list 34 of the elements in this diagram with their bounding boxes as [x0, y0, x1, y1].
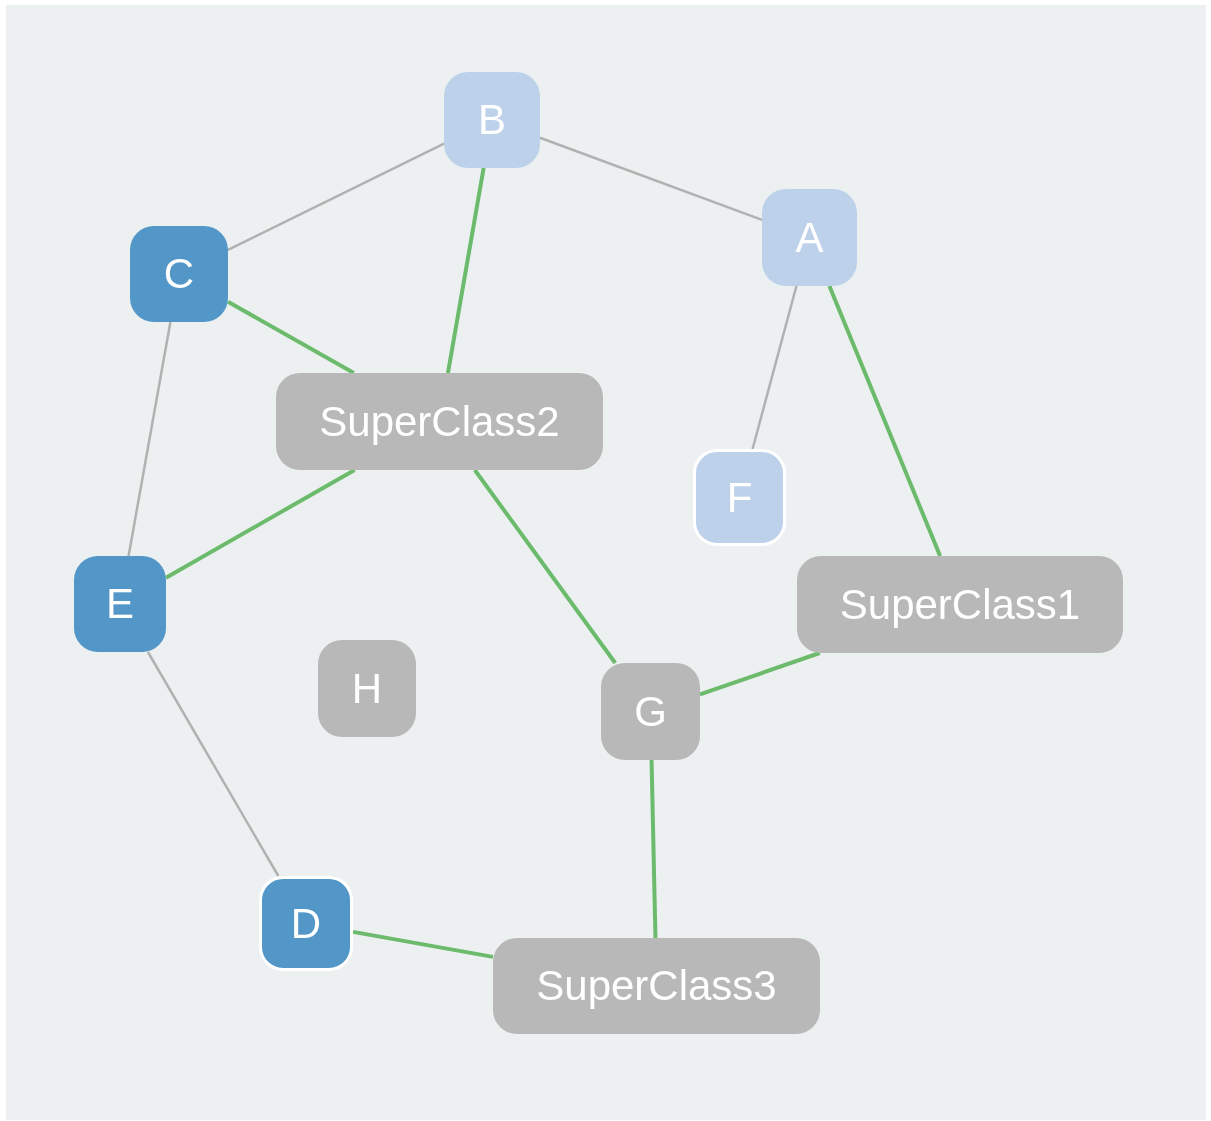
- node-box: [762, 189, 857, 286]
- node-label: A: [795, 213, 824, 262]
- connector-line: [827, 285, 942, 557]
- node-label: SuperClass1: [839, 580, 1081, 629]
- class-box: [601, 663, 700, 760]
- class-box: [493, 938, 820, 1034]
- class-box: [318, 640, 416, 737]
- connector-line: [649, 759, 658, 939]
- node-label: D: [290, 899, 322, 948]
- connector-line: [539, 136, 763, 222]
- node-label: E: [106, 580, 134, 628]
- node-label: SuperClass3: [536, 962, 777, 1010]
- connector-line: [127, 321, 172, 557]
- node-label: G: [634, 687, 667, 736]
- connector-line: [146, 651, 280, 877]
- node-label: SuperClass2: [319, 397, 560, 446]
- node-box: [74, 556, 166, 652]
- node-label: H: [351, 664, 383, 713]
- node-label: C: [163, 250, 195, 298]
- node-label: F: [726, 473, 753, 522]
- node-box: [259, 876, 353, 971]
- node-label: B: [478, 96, 506, 144]
- connector-line: [227, 300, 355, 375]
- connector-line: [352, 929, 494, 959]
- class-box: [276, 373, 603, 470]
- node-box: [130, 226, 228, 322]
- connector-line: [227, 142, 445, 251]
- connector-line: [445, 167, 486, 374]
- connector-line: [165, 468, 356, 580]
- node-box: [444, 72, 540, 168]
- class-box: [797, 556, 1123, 653]
- connector-line: [751, 285, 798, 450]
- connector-line: [473, 468, 617, 665]
- node-box: [693, 449, 786, 546]
